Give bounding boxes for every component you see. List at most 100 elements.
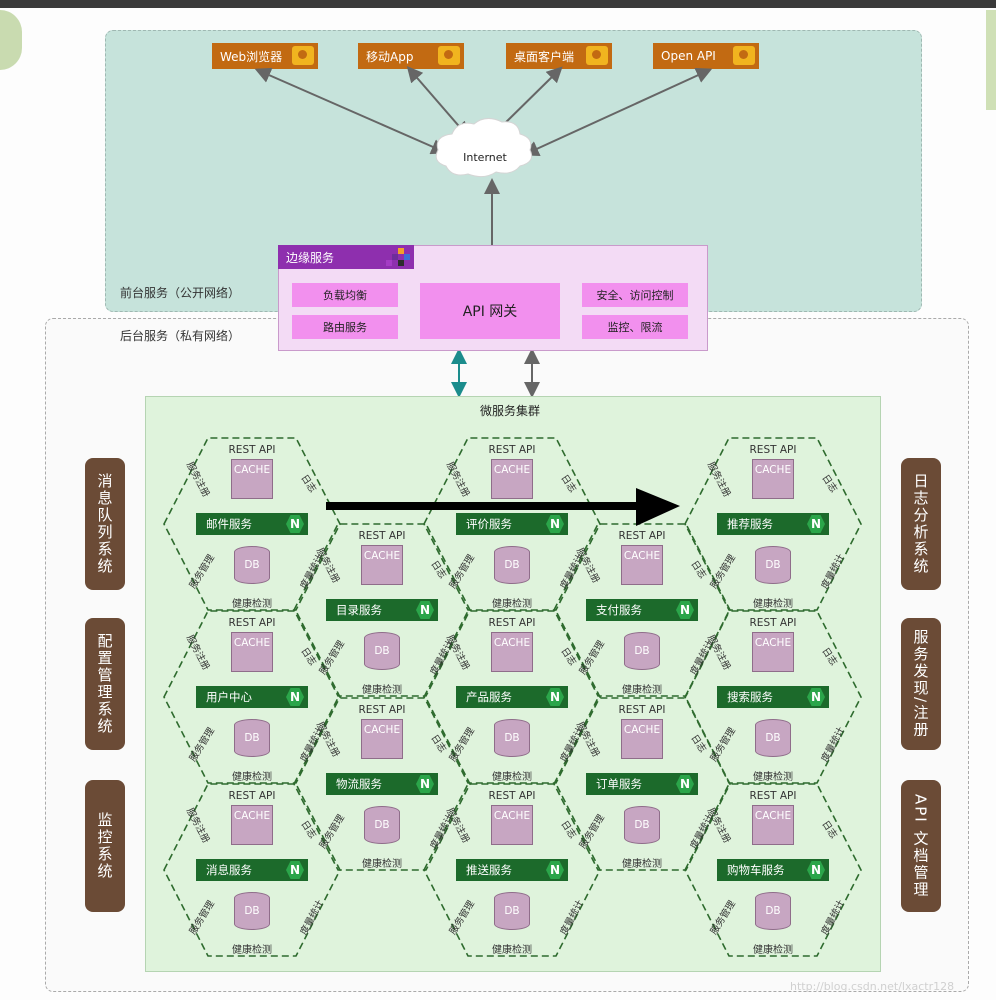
service-hexagon — [423, 437, 601, 611]
database-icon: DB — [234, 546, 270, 584]
back-zone-label: 后台服务（私有网络） — [120, 329, 241, 343]
health-check-label: 健康检测 — [232, 945, 272, 956]
nginx-icon: N — [807, 515, 825, 533]
service-hexagon — [684, 437, 862, 611]
service-discovery-system: 服务发现/注册 — [901, 618, 941, 750]
rest-api-label: REST API — [618, 704, 666, 716]
database-icon: DB — [364, 806, 400, 844]
cache-icon: CACHE — [231, 805, 273, 845]
load-balancing-box: 负载均衡 — [292, 283, 398, 307]
disk-icon — [438, 46, 460, 65]
cache-icon: CACHE — [491, 459, 533, 499]
monitoring-ratelimit-box: 监控、限流 — [582, 315, 688, 339]
config-management-system: 配置管理系统 — [85, 618, 125, 750]
service-label: 推荐服务 — [727, 517, 773, 531]
client-label: 桌面客户端 — [514, 49, 575, 64]
service-box: 订单服务 N — [586, 773, 698, 795]
rest-api-label: REST API — [488, 444, 536, 456]
routing-service-box: 路由服务 — [292, 315, 398, 339]
service-label: 物流服务 — [336, 777, 382, 791]
health-check-label: 健康检测 — [753, 772, 793, 783]
rest-api-label: REST API — [358, 704, 406, 716]
rest-api-label: REST API — [749, 444, 797, 456]
nginx-icon: N — [807, 688, 825, 706]
client-label: Open API — [661, 49, 716, 63]
service-hexagon — [293, 523, 471, 697]
client-mobile-app: 移动App — [358, 43, 464, 69]
service-label: 产品服务 — [466, 690, 512, 704]
nginx-icon: N — [676, 601, 694, 619]
rest-api-label: REST API — [228, 444, 276, 456]
service-label: 订单服务 — [596, 777, 642, 791]
rest-api-label: REST API — [358, 530, 406, 542]
database-icon: DB — [494, 546, 530, 584]
health-check-label: 健康检测 — [492, 772, 532, 783]
service-hexagon — [684, 783, 862, 957]
cache-icon: CACHE — [752, 632, 794, 672]
rest-api-label: REST API — [749, 617, 797, 629]
nginx-icon: N — [416, 601, 434, 619]
nginx-icon: N — [286, 688, 304, 706]
health-check-label: 健康检测 — [753, 599, 793, 610]
service-label: 用户中心 — [206, 690, 252, 704]
database-icon: DB — [494, 892, 530, 930]
database-icon: DB — [364, 632, 400, 670]
service-hexagon — [423, 610, 601, 784]
client-label: 移动App — [366, 49, 414, 64]
nginx-icon: N — [676, 775, 694, 793]
service-box: 推送服务 N — [456, 859, 568, 881]
database-icon: DB — [755, 892, 791, 930]
service-label: 推送服务 — [466, 863, 512, 877]
service-box: 推荐服务 N — [717, 513, 829, 535]
nginx-icon: N — [546, 861, 564, 879]
cache-icon: CACHE — [361, 719, 403, 759]
cache-icon: CACHE — [231, 632, 273, 672]
cache-icon: CACHE — [491, 805, 533, 845]
nginx-icon: N — [807, 861, 825, 879]
database-icon: DB — [755, 719, 791, 757]
monitoring-system: 监控系统 — [85, 780, 125, 912]
security-access-box: 安全、访问控制 — [582, 283, 688, 307]
nginx-icon: N — [286, 861, 304, 879]
disk-icon — [733, 46, 755, 65]
message-queue-system: 消息队列系统 — [85, 458, 125, 590]
health-check-label: 健康检测 — [622, 859, 662, 870]
service-hexagon — [163, 783, 341, 957]
service-box: 物流服务 N — [326, 773, 438, 795]
service-label: 消息服务 — [206, 863, 252, 877]
cache-icon: CACHE — [621, 719, 663, 759]
database-icon: DB — [234, 892, 270, 930]
disk-icon — [292, 46, 314, 65]
rest-api-label: REST API — [618, 530, 666, 542]
front-zone-label: 前台服务（公开网络） — [120, 286, 241, 300]
health-check-label: 健康检测 — [362, 859, 402, 870]
health-check-label: 健康检测 — [492, 599, 532, 610]
database-icon: DB — [624, 806, 660, 844]
edge-title-text: 边缘服务 — [286, 250, 335, 265]
internet-label: Internet — [463, 151, 507, 164]
system-label: 日志分析系统 — [911, 473, 930, 575]
internet-cloud-shape — [435, 118, 533, 178]
system-label: 消息队列系统 — [95, 473, 114, 575]
database-icon: DB — [234, 719, 270, 757]
cube-icon — [386, 248, 410, 266]
watermark: http://blog.csdn.net/lxactr128 — [790, 980, 955, 993]
health-check-label: 健康检测 — [622, 685, 662, 696]
service-label: 邮件服务 — [206, 517, 252, 531]
health-check-label: 健康检测 — [753, 945, 793, 956]
client-web-browser: Web浏览器 — [212, 43, 318, 69]
health-check-label: 健康检测 — [492, 945, 532, 956]
service-hexagon — [163, 437, 341, 611]
disk-icon — [586, 46, 608, 65]
api-gateway-box: API 网关 — [420, 283, 560, 339]
nginx-icon: N — [416, 775, 434, 793]
database-icon: DB — [755, 546, 791, 584]
service-hexagon — [423, 783, 601, 957]
